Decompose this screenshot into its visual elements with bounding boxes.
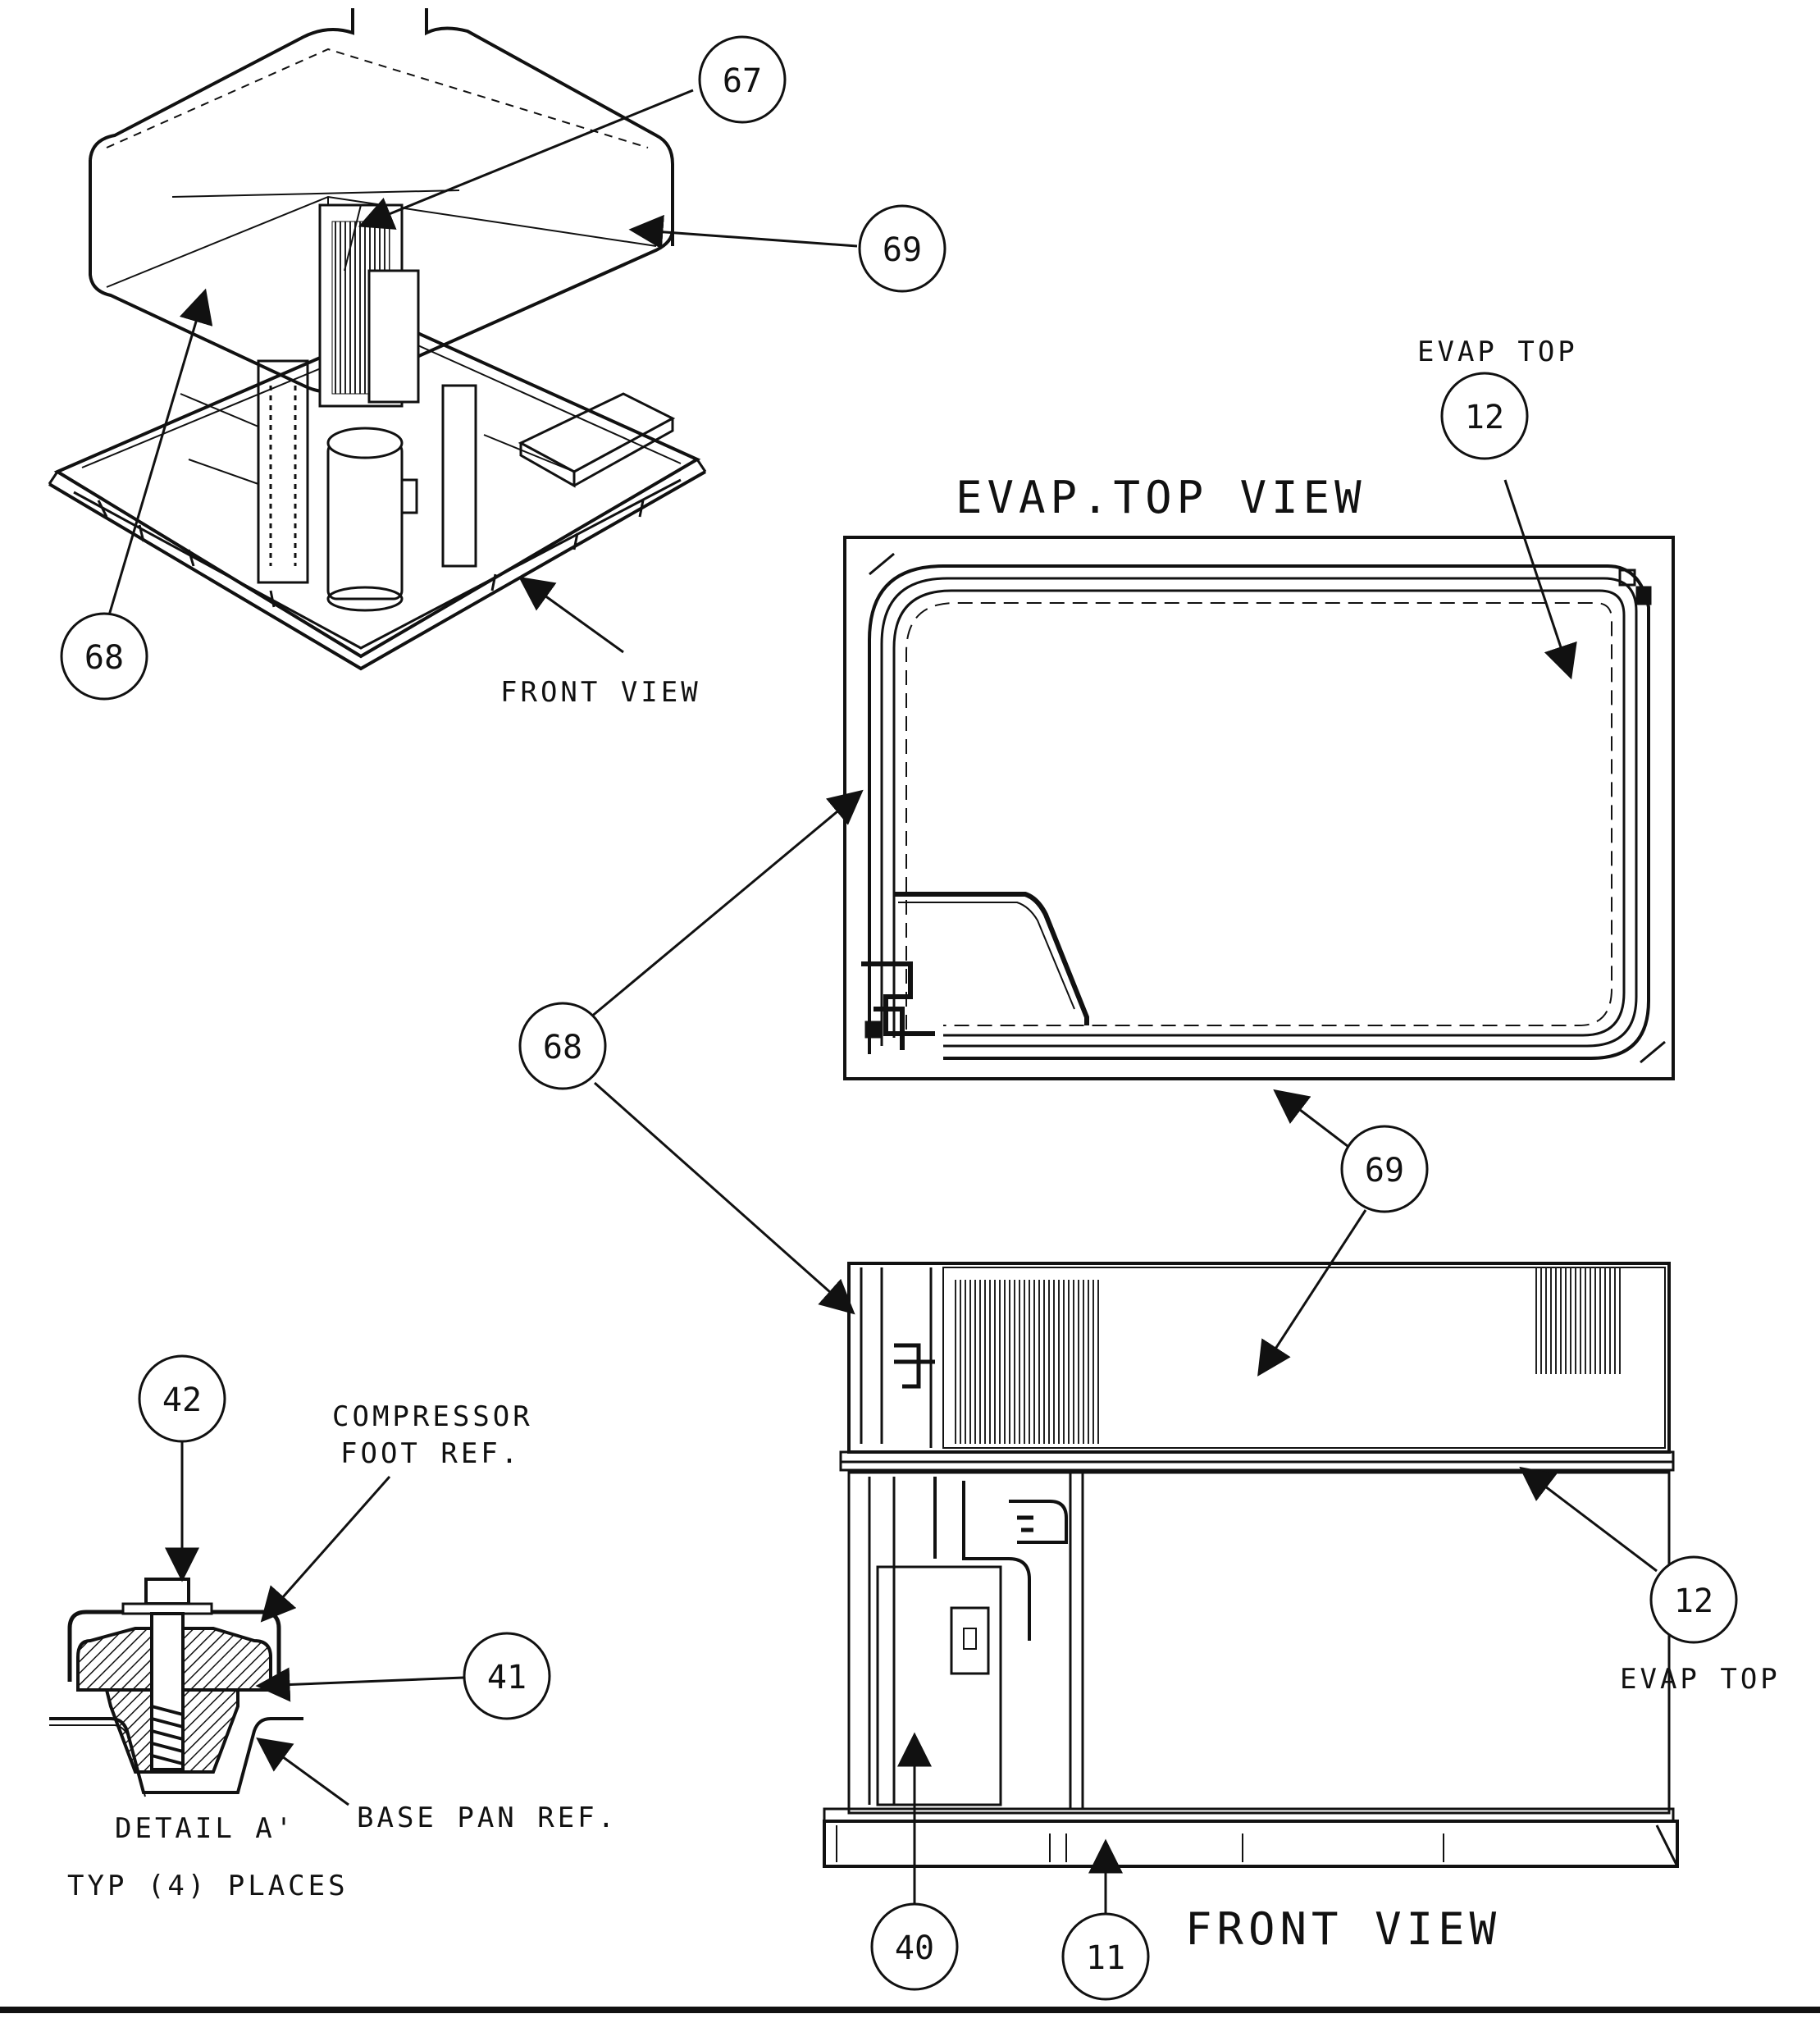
label-typ-places: TYP (4) PLACES <box>67 1870 349 1902</box>
callout-41: 41 <box>463 1632 551 1720</box>
leader-68-top <box>105 288 213 624</box>
callout-69-top: 69 <box>858 204 946 293</box>
callout-67: 67 <box>698 35 787 124</box>
leader-68-mid-a <box>590 789 864 1019</box>
leader-compressor-foot <box>260 1476 391 1623</box>
label-base-pan-ref: BASE PAN REF. <box>357 1802 618 1834</box>
label-evap-top-view: EVAP.TOP VIEW <box>956 472 1366 523</box>
leader-41 <box>255 1667 464 1702</box>
isometric-unit-drawing <box>48 8 707 671</box>
callout-67-number: 67 <box>723 62 762 100</box>
leader-front-view-iso <box>518 576 624 654</box>
leader-lines <box>105 89 1658 1920</box>
callout-11-number: 11 <box>1086 1939 1125 1977</box>
leader-69-mid-b <box>1257 1209 1367 1377</box>
label-compressor: COMPRESSOR <box>332 1400 533 1433</box>
evap-top-view-drawing <box>843 536 1675 1080</box>
callout-68-mid: 68 <box>518 1002 607 1090</box>
callout-12-top: 12 <box>1440 372 1529 460</box>
label-evap-top-1: EVAP TOP <box>1417 336 1578 368</box>
callout-12-top-number: 12 <box>1465 399 1504 436</box>
label-detail-a: DETAIL A' <box>115 1812 295 1845</box>
leader-68-mid-b <box>594 1081 855 1315</box>
callout-69-top-number: 69 <box>883 231 922 269</box>
callout-41-number: 41 <box>487 1659 527 1696</box>
callout-40: 40 <box>870 1902 959 1991</box>
callout-68-top: 68 <box>60 612 148 701</box>
leader-12-top <box>1503 479 1577 680</box>
label-front-view-iso: FRONT VIEW <box>500 676 701 709</box>
callout-68-mid-number: 68 <box>543 1029 582 1066</box>
callout-69-mid-number: 69 <box>1365 1152 1404 1190</box>
front-view-drawing <box>823 1262 1679 1868</box>
leader-69-top <box>628 214 858 249</box>
leader-67 <box>358 89 694 230</box>
callout-68-top-number: 68 <box>84 639 124 677</box>
callout-42-number: 42 <box>162 1381 202 1419</box>
callout-11: 11 <box>1061 1912 1150 2001</box>
detail-a-drawing <box>49 1578 303 1797</box>
callout-69-mid: 69 <box>1340 1125 1429 1213</box>
leader-base-pan <box>256 1737 349 1806</box>
callout-12-bottom-number: 12 <box>1674 1582 1713 1620</box>
label-front-view-bottom: FRONT VIEW <box>1185 1903 1501 1955</box>
leader-69-mid-a <box>1273 1089 1362 1158</box>
callout-42: 42 <box>138 1354 226 1443</box>
label-evap-top-2: EVAP TOP <box>1620 1663 1781 1696</box>
label-foot-ref: FOOT REF. <box>340 1437 521 1470</box>
callout-40-number: 40 <box>895 1929 934 1967</box>
callout-12-bottom: 12 <box>1649 1555 1738 1644</box>
leader-12-bottom <box>1519 1466 1658 1573</box>
